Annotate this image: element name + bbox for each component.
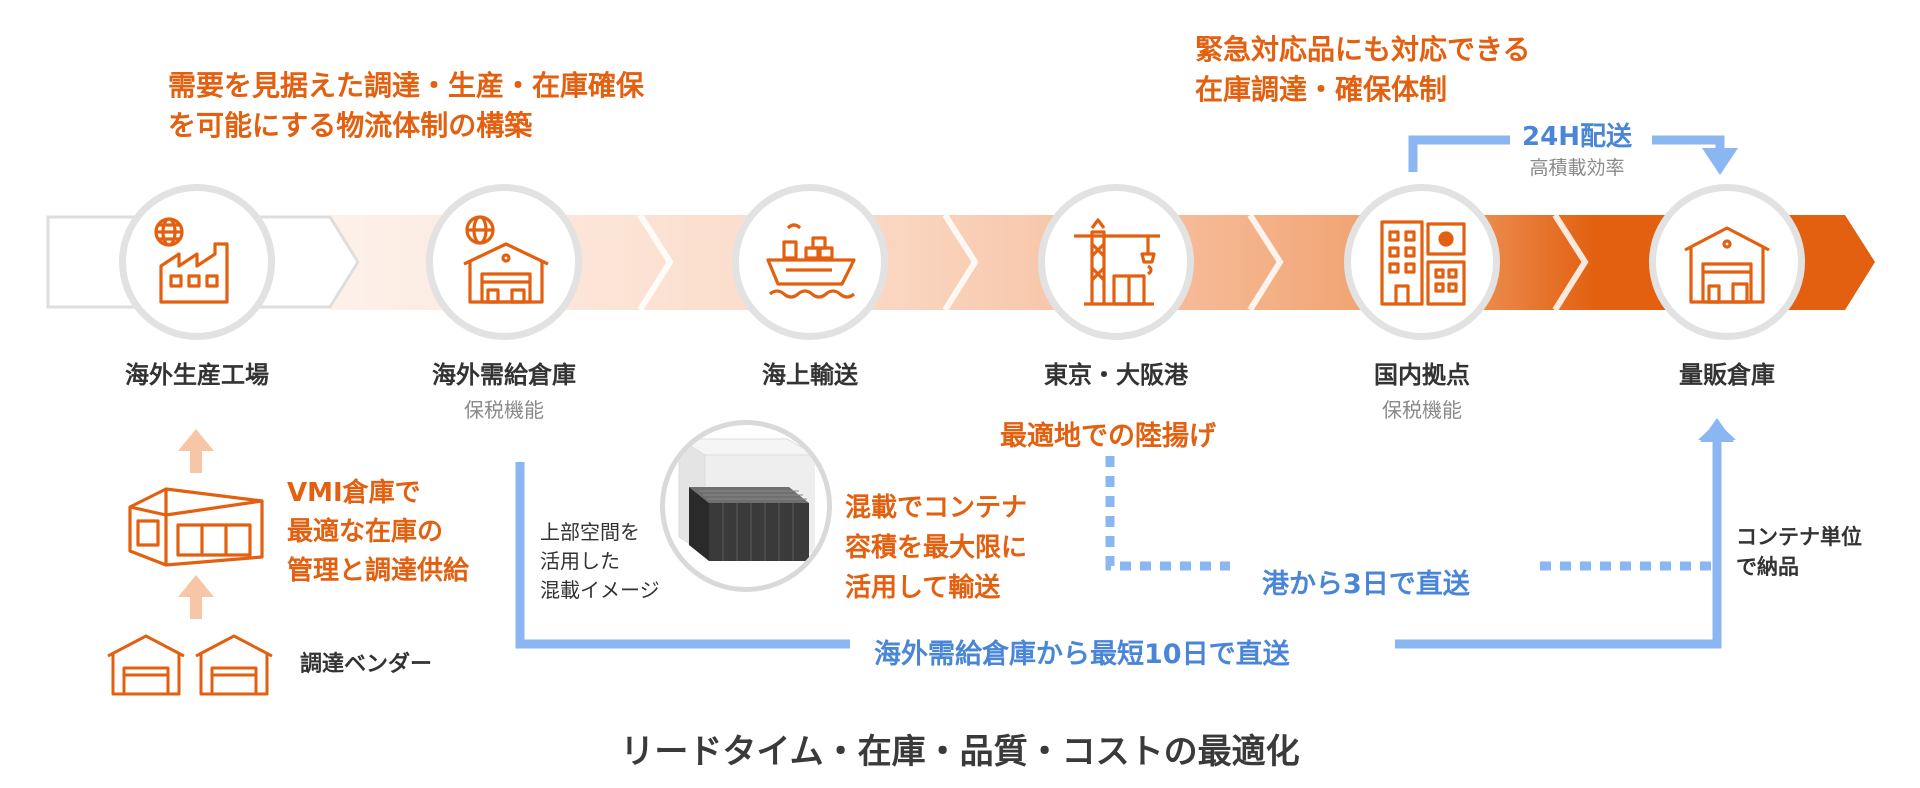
mixed-note-line1: 混載でコンテナ <box>845 493 1028 523</box>
mixed-note: 混載でコンテナ 容積を最大限に 活用して輸送 <box>845 488 1027 608</box>
factory-globe-icon <box>154 217 229 304</box>
stage-circle-domestic <box>1344 184 1500 340</box>
footer-title: リードタイム・在庫・品質・コストの最適化 <box>620 732 1300 772</box>
express-label: 24H配送 <box>1522 122 1632 152</box>
stage-label-overseas-warehouse: 海外需給倉庫 <box>432 361 576 389</box>
stage-label-sea: 海上輸送 <box>762 361 858 389</box>
headline-right-line1: 緊急対応品にも対応できる <box>1195 33 1531 66</box>
vmi-note: VMI倉庫で 最適な在庫の 管理と調達供給 <box>287 474 469 591</box>
route-warehouse-direct <box>515 462 850 649</box>
headline-left-line2: を可能にする物流体制の構築 <box>168 109 533 142</box>
stage-circle-sea <box>732 184 888 340</box>
route-arrowhead-tip <box>1700 418 1734 442</box>
mixed-image-caption-line2: 活用した <box>540 549 620 573</box>
stage-circle-port <box>1038 184 1194 340</box>
vendor-warehouse-icon <box>107 634 273 696</box>
vmi-note-line1: VMI倉庫で <box>287 478 421 508</box>
stage-circle-overseas-warehouse <box>426 184 582 340</box>
route-port-direct <box>1105 456 1230 571</box>
vendor-arrows <box>178 429 214 619</box>
headline-left: 需要を見据えた調達・生産・在庫確保 を可能にする物流体制の構築 <box>168 66 644 146</box>
stage-circle-retail-warehouse <box>1649 184 1805 340</box>
container-note-line1: コンテナ単位 <box>1736 525 1862 549</box>
office-buildings-flag-icon <box>1380 220 1466 306</box>
warehouse-direct-label: 海外需給倉庫から最短10日で直送 <box>874 639 1290 670</box>
express-sub: 高積載効率 <box>1529 157 1625 179</box>
stage-label-factory: 海外生産工場 <box>125 361 269 389</box>
stage-sub-overseas-warehouse: 保税機能 <box>464 398 544 422</box>
stage-label-retail-warehouse: 量販倉庫 <box>1679 361 1775 389</box>
stage-label-domestic: 国内拠点 <box>1374 361 1470 389</box>
container-note-line2: で納品 <box>1736 555 1799 579</box>
warehouse-icon <box>1684 226 1770 304</box>
port-note: 最適地での陸揚げ <box>1000 421 1216 452</box>
vmi-warehouse-icon <box>128 487 264 567</box>
mixed-image-caption-line1: 上部空間を <box>540 520 640 544</box>
container-image-circle <box>660 420 832 592</box>
headline-right-line2: 在庫調達・確保体制 <box>1195 73 1448 106</box>
cargo-ship-icon <box>766 223 856 299</box>
vmi-note-line3: 管理と調達供給 <box>287 556 470 586</box>
vendor-label: 調達ベンダー <box>300 652 433 677</box>
headline-left-line1: 需要を見据えた調達・生産・在庫確保 <box>168 69 645 102</box>
stage-sub-domestic: 保税機能 <box>1382 398 1462 422</box>
vmi-note-line2: 最適な在庫の <box>287 517 444 547</box>
port-direct-label: 港から3日で直送 <box>1262 569 1470 600</box>
express-arrow <box>1408 135 1738 175</box>
warehouse-globe-icon <box>463 215 549 304</box>
flow-band-chevrons <box>637 213 1589 312</box>
mixed-note-line2: 容積を最大限に <box>845 533 1028 563</box>
port-crane-icon <box>1074 218 1160 306</box>
mixed-image-caption-line3: 混載イメージ <box>540 578 660 602</box>
route-warehouse-direct-right <box>1395 432 1722 649</box>
mixed-image-caption: 上部空間を 活用した 混載イメージ <box>540 518 660 605</box>
container-image <box>677 438 817 561</box>
mixed-note-line3: 活用して輸送 <box>845 573 1001 603</box>
container-note: コンテナ単位 で納品 <box>1736 522 1862 582</box>
stage-label-port: 東京・大阪港 <box>1044 361 1188 389</box>
headline-right: 緊急対応品にも対応できる 在庫調達・確保体制 <box>1195 30 1530 110</box>
stage-circle-factory <box>119 184 275 340</box>
